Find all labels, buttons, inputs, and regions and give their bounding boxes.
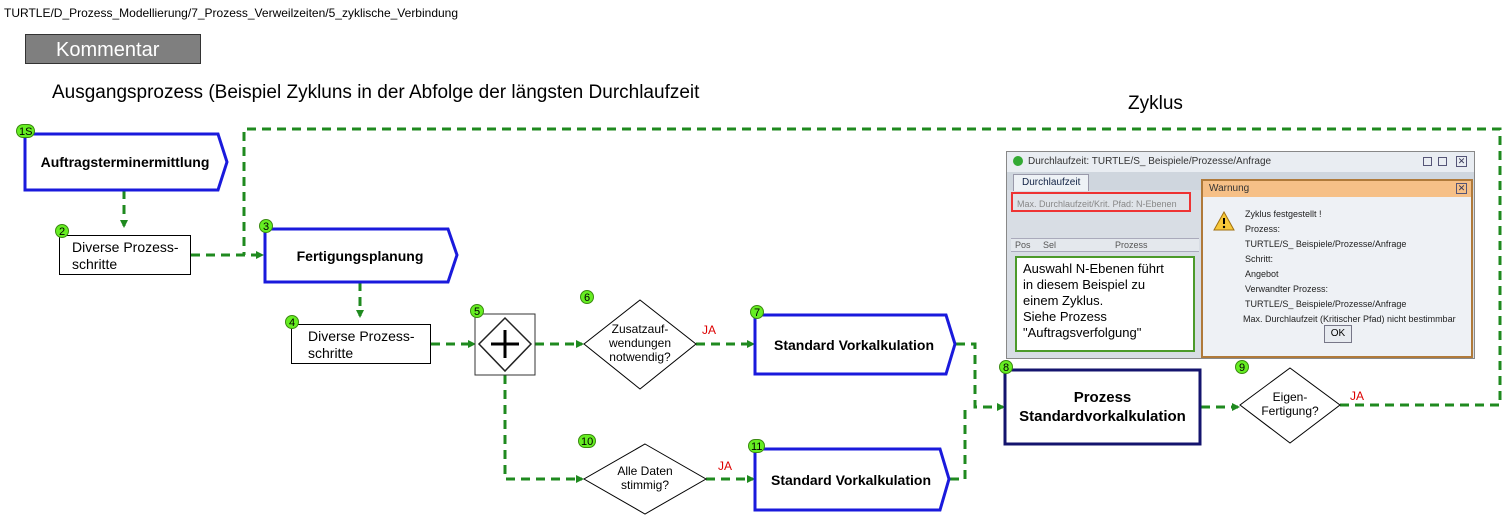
kommentar-button[interactable]: Kommentar bbox=[25, 34, 201, 64]
process-11[interactable]: Standard Vorkalkulation bbox=[757, 451, 945, 508]
badge-8: 8 bbox=[999, 360, 1013, 374]
tab-durchlaufzeit[interactable]: Durchlaufzeit bbox=[1013, 174, 1090, 191]
decision-shape-10 bbox=[582, 443, 708, 515]
process-shape-1s bbox=[23, 132, 229, 192]
decision-10-text: Alle Daten stimmig? bbox=[598, 464, 692, 492]
process-8[interactable]: Prozess Standardvorkalkulation bbox=[1007, 372, 1198, 442]
decision-9-line1: Eigen- bbox=[1272, 390, 1308, 404]
process-3-label: Fertigungsplanung bbox=[296, 247, 424, 264]
process-shape-8 bbox=[1003, 368, 1202, 446]
col-sel: Sel bbox=[1043, 240, 1057, 250]
warning-close-icon[interactable]: ✕ bbox=[1456, 183, 1467, 194]
zyklus-label: Zyklus bbox=[1128, 93, 1183, 114]
note-line4: Siehe Prozess bbox=[1023, 309, 1107, 324]
badge-10: 10 bbox=[578, 434, 597, 448]
decision-shape-6 bbox=[583, 299, 697, 390]
warning-icon bbox=[1213, 211, 1235, 231]
connector-11-8 bbox=[950, 407, 967, 481]
process-shape-11 bbox=[753, 447, 951, 512]
warning-dialog: Warnung ✕ Zyklus festgestellt ! Prozess:… bbox=[1201, 179, 1473, 358]
note-line5: "Auftragsverfolgung" bbox=[1023, 325, 1142, 340]
ok-button[interactable]: OK bbox=[1324, 325, 1352, 343]
window-icon bbox=[1013, 156, 1023, 167]
warning-line5: Angebot bbox=[1245, 269, 1279, 279]
warning-body: Zyklus festgestellt ! Prozess: TURTLE/S_… bbox=[1243, 207, 1456, 327]
process-1s-label: Auftragsterminermittlung bbox=[40, 154, 210, 170]
step-4[interactable]: Diverse Prozess- schritte bbox=[291, 324, 431, 364]
decision-9-answer: JA bbox=[1350, 389, 1365, 403]
step-2-line2: schritte bbox=[72, 256, 118, 272]
connector-5-10 bbox=[503, 375, 584, 483]
breadcrumb-path: TURTLE/D_Prozess_Modellierung/7_Prozess_… bbox=[4, 6, 459, 20]
decision-9-text: Eigen- Fertigung? bbox=[1250, 390, 1330, 418]
close-icon[interactable]: ✕ bbox=[1456, 156, 1467, 167]
process-1s[interactable]: Auftragsterminermittlung bbox=[27, 136, 223, 188]
process-shape-3 bbox=[263, 227, 459, 284]
screenshot-titlebar: Durchlaufzeit: TURTLE/S_ Beispiele/Proze… bbox=[1007, 152, 1474, 172]
step-4-line2: schritte bbox=[308, 345, 354, 361]
note-line3: einem Zyklus. bbox=[1023, 293, 1104, 308]
process-11-label: Standard Vorkalkulation bbox=[771, 471, 931, 488]
col-pos: Pos bbox=[1015, 240, 1031, 250]
decision-10-answer: JA bbox=[718, 459, 733, 473]
warning-line1: Zyklus festgestellt ! bbox=[1245, 209, 1322, 219]
maximize-icon[interactable] bbox=[1438, 157, 1447, 166]
warning-titlebar: Warnung ✕ bbox=[1203, 181, 1471, 197]
badge-6: 6 bbox=[580, 290, 594, 304]
minimize-icon[interactable] bbox=[1423, 157, 1432, 166]
decision-6-line1: Zusatzauf- bbox=[611, 322, 669, 336]
note-line1: Auswahl N-Ebenen führt bbox=[1023, 261, 1164, 276]
decision-10-line1: Alle Daten bbox=[617, 464, 673, 478]
page-title: Ausgangsprozess (Beispiel Zykluns in der… bbox=[52, 82, 700, 103]
decision-6-line3: notwendig? bbox=[609, 350, 671, 364]
warning-line4: Schritt: bbox=[1245, 254, 1274, 264]
process-3[interactable]: Fertigungsplanung bbox=[267, 231, 453, 280]
badge-9: 9 bbox=[1235, 360, 1249, 374]
badge-2: 2 bbox=[55, 224, 69, 238]
col-prozess: Prozess bbox=[1115, 240, 1148, 250]
badge-4: 4 bbox=[285, 315, 299, 329]
badge-1s: 1S bbox=[16, 124, 36, 138]
warning-title: Warnung bbox=[1209, 183, 1250, 194]
table-header: Pos Sel Prozess bbox=[1011, 238, 1199, 252]
screenshot-title: Durchlaufzeit: TURTLE/S_ Beispiele/Proze… bbox=[1028, 156, 1272, 167]
connector-7-8 bbox=[956, 342, 1005, 411]
process-8-label-line1: Prozess bbox=[1073, 389, 1132, 406]
decision-6-text: Zusatzauf- wendungen notwendig? bbox=[594, 322, 686, 364]
process-7-label: Standard Vorkalkulation bbox=[774, 336, 934, 353]
warning-line6: Verwandter Prozess: bbox=[1245, 284, 1329, 294]
embedded-screenshot: Durchlaufzeit: TURTLE/S_ Beispiele/Proze… bbox=[1006, 151, 1475, 359]
badge-7: 7 bbox=[750, 305, 764, 319]
badge-11: 11 bbox=[748, 439, 766, 453]
note-line2: in diesem Beispiel zu bbox=[1023, 277, 1146, 292]
warning-line3: TURTLE/S_ Beispiele/Prozesse/Anfrage bbox=[1245, 239, 1407, 249]
decision-10-line2: stimmig? bbox=[620, 478, 669, 492]
process-7[interactable]: Standard Vorkalkulation bbox=[757, 317, 951, 372]
step-2-line1: Diverse Prozess- bbox=[72, 239, 179, 255]
gateway-plus-icon bbox=[491, 330, 519, 358]
process-shape-7 bbox=[753, 313, 957, 376]
connector-cycle bbox=[242, 127, 1502, 407]
process-8-label-line2: Standardvorkalkulation bbox=[1019, 408, 1186, 425]
badge-3: 3 bbox=[259, 219, 273, 233]
annotation-note: Auswahl N-Ebenen führt in diesem Beispie… bbox=[1015, 256, 1195, 352]
decision-9-line2: Fertigung? bbox=[1261, 404, 1319, 418]
field-max-durchlaufzeit[interactable]: Max. Durchlaufzeit/Krit. Pfad: N-Ebenen bbox=[1011, 192, 1191, 212]
step-4-line1: Diverse Prozess- bbox=[308, 328, 415, 344]
decision-6-line2: wendungen bbox=[608, 336, 672, 350]
warning-line7: TURTLE/S_ Beispiele/Prozesse/Anfrage bbox=[1245, 299, 1407, 309]
step-2[interactable]: Diverse Prozess- schritte bbox=[59, 235, 191, 275]
decision-6-answer: JA bbox=[702, 323, 717, 337]
warning-line2: Prozess: bbox=[1245, 224, 1281, 234]
warning-line8: Max. Durchlaufzeit (Kritischer Pfad) nic… bbox=[1243, 314, 1456, 324]
decision-shape-9 bbox=[1239, 367, 1341, 444]
badge-5: 5 bbox=[470, 304, 484, 318]
